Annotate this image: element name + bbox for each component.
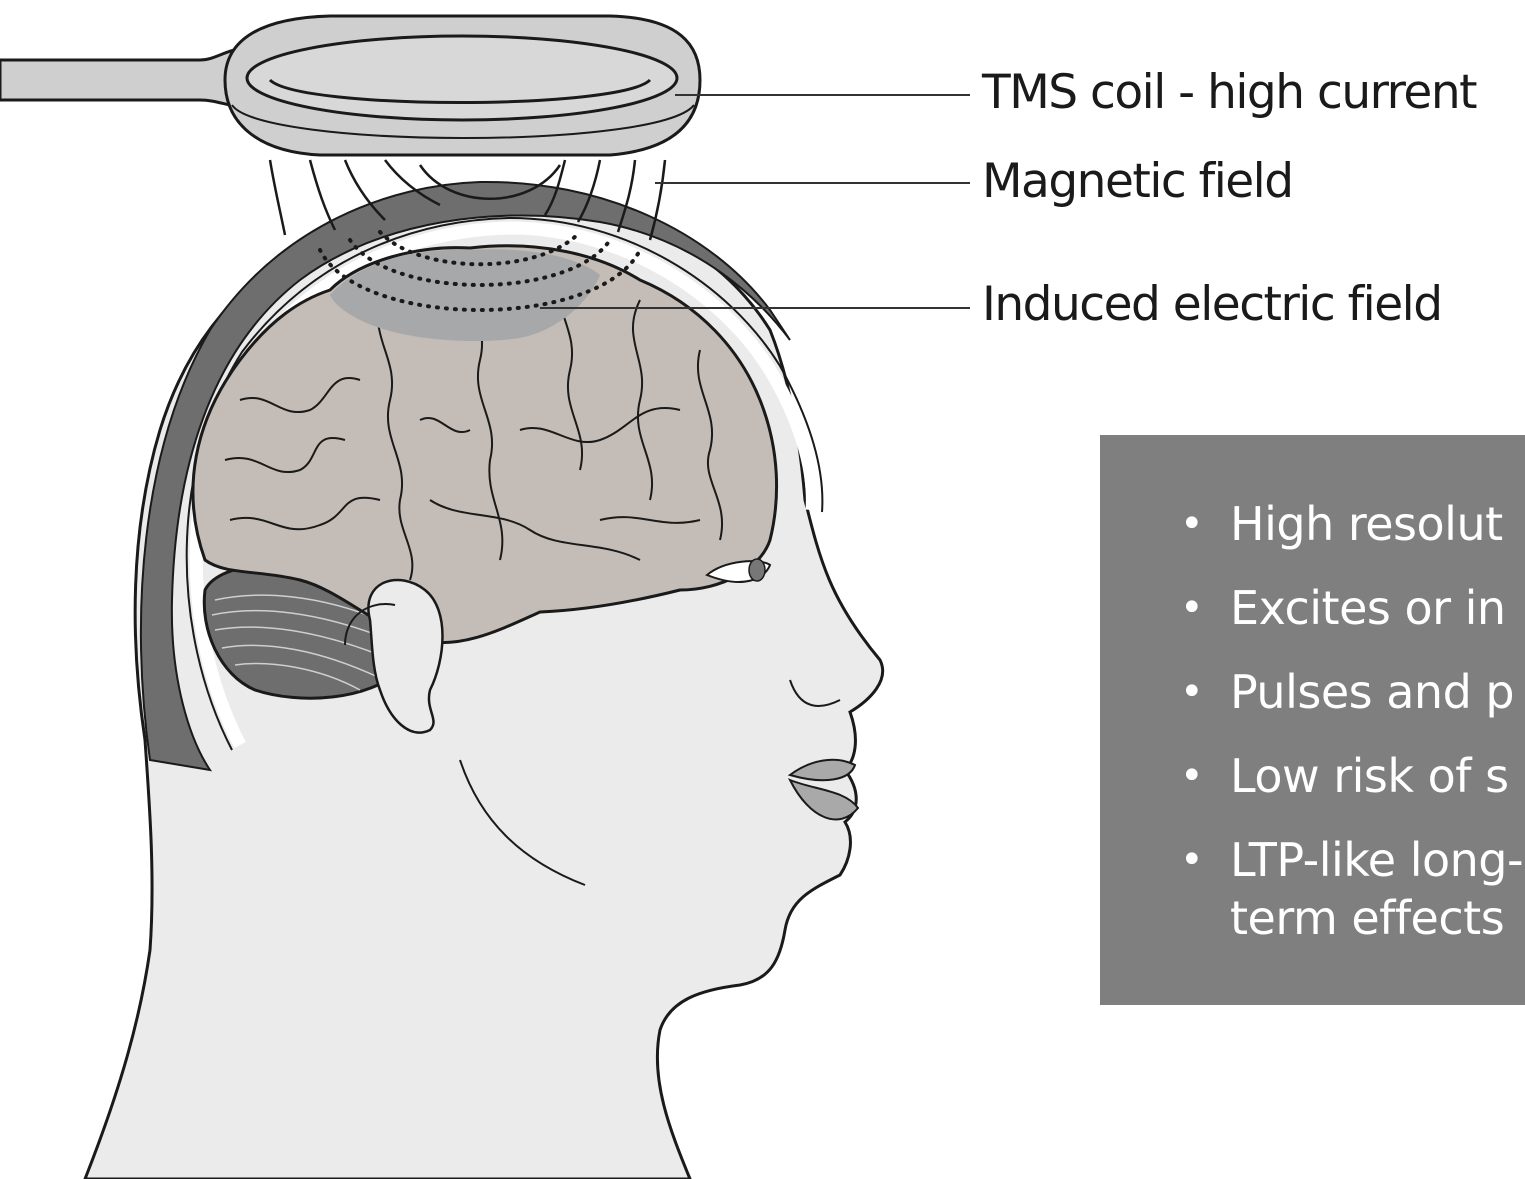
bullet-item: •Pulses and p	[1180, 663, 1525, 721]
magnetic-field-label: Magnetic field	[982, 158, 1293, 205]
coil-label: TMS coil - high current	[982, 69, 1476, 116]
bullet-item: •High resolut	[1180, 495, 1525, 553]
bullet-list: •High resolut •Excites or in •Pulses and…	[1180, 495, 1525, 973]
coil-top	[247, 36, 677, 120]
bullet-item: •Excites or in	[1180, 579, 1525, 637]
electric-field-label: Induced electric field	[982, 281, 1442, 328]
info-box: •High resolut •Excites or in •Pulses and…	[1100, 435, 1525, 1005]
coil-handle	[0, 48, 245, 108]
iris	[749, 559, 765, 581]
bullet-item: •LTP-like long-term effects	[1180, 831, 1525, 947]
bullet-item: •Low risk of s	[1180, 747, 1525, 805]
